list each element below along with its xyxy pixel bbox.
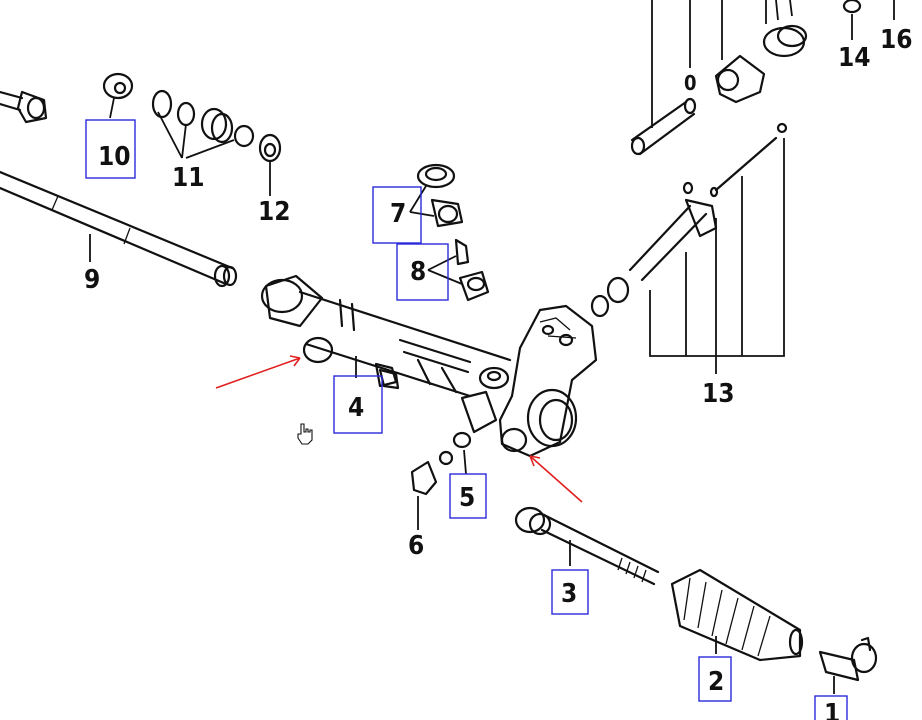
callout-label-4: 4 (348, 393, 364, 423)
part-10-washer (102, 72, 134, 119)
callout-label-1: 1 (824, 699, 840, 720)
left-tie-rod-end (0, 90, 48, 124)
red-arrow-right (529, 455, 583, 503)
parts-14-16 (842, 0, 895, 40)
callout-box-1 (814, 695, 848, 720)
callout-label-6: 6 (408, 531, 424, 561)
callout-box-5 (449, 473, 487, 519)
callout-label-9: 9 (84, 265, 100, 295)
callout-label-16: 16 (880, 25, 913, 55)
part-1-outer-tie-rod-end (818, 636, 878, 694)
callout-label-3: 3 (561, 579, 577, 609)
hand-pointer-icon (297, 423, 313, 445)
part-12-seal (258, 133, 282, 196)
callout-label-12: 12 (258, 197, 291, 227)
callout-box-3 (551, 569, 589, 615)
callout-label-10: 10 (98, 142, 131, 172)
part-13-leaders (649, 138, 785, 374)
part-2-bellows-boot (670, 568, 804, 662)
part-9-rack-shaft (0, 170, 238, 288)
pinion-shaft (590, 122, 788, 318)
callout-label-11: 11 (172, 163, 205, 193)
part-6-cap-nut (410, 460, 438, 530)
callout-label-7: 7 (390, 199, 406, 229)
part-11-seal-set (151, 89, 255, 159)
part-3-inner-tie-rod (514, 506, 660, 586)
callout-boxes (85, 119, 848, 720)
callout-box-7 (372, 186, 422, 244)
callout-box-10 (85, 119, 136, 179)
rack-housing (260, 274, 598, 458)
callout-label-13: 13 (702, 379, 735, 409)
callout-box-2 (698, 656, 732, 702)
red-arrow-left (215, 355, 301, 389)
callout-label-8: 8 (410, 257, 426, 287)
pinion-valve-assembly (630, 0, 808, 156)
callout-box-8 (396, 243, 449, 301)
callout-box-4 (333, 375, 383, 434)
part-5-washer (438, 431, 472, 475)
callout-label-2: 2 (708, 667, 724, 697)
callout-label-0: 0 (684, 71, 697, 95)
callout-label-5: 5 (459, 483, 475, 513)
parts-7-8-adjuster-assembly (409, 163, 490, 302)
callout-label-14: 14 (838, 43, 871, 73)
